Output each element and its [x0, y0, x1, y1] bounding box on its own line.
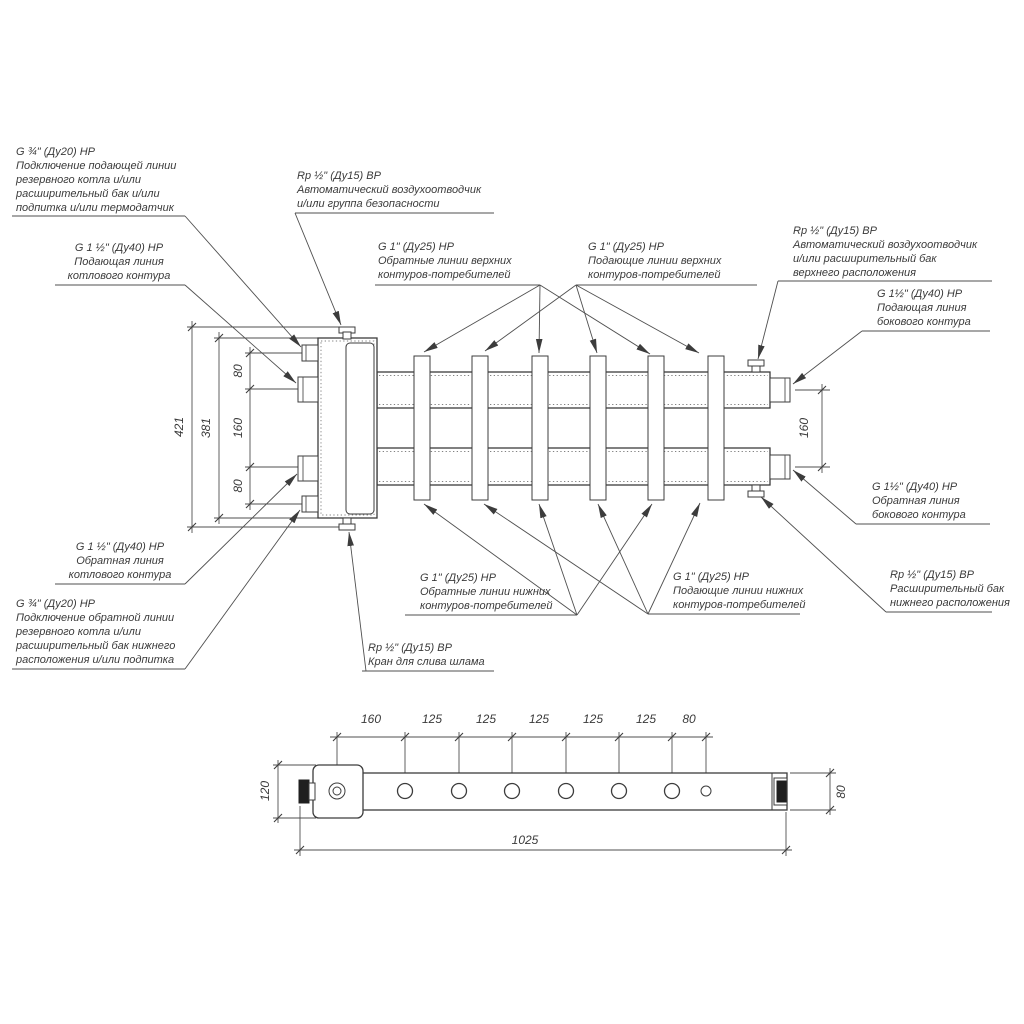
expansion-lower-fitting [747, 490, 765, 498]
dim-top-pitch-5: 125 [582, 712, 604, 726]
riser-6 [707, 355, 725, 501]
stub-reserve-return [301, 495, 319, 513]
bottom-pipe [376, 447, 771, 486]
dim-top-pitch-7: 80 [682, 712, 696, 726]
dim-top-pitch-2: 125 [421, 712, 443, 726]
riser-5 [647, 355, 665, 501]
port-4 [557, 782, 575, 800]
boiler-port-end [298, 779, 310, 804]
air-vent-upper-fitting [747, 359, 765, 367]
riser-3 [531, 355, 549, 501]
dim-top-overall: 1025 [511, 833, 539, 847]
dim-top-right-width: 80 [834, 785, 848, 799]
stub-side-supply [769, 377, 791, 403]
stub-boiler-return [297, 455, 319, 482]
side-view [187, 321, 830, 533]
dim-side-pitch-top: 80 [231, 364, 245, 378]
riser-4 [589, 355, 607, 501]
dim-side-body: 381 [199, 417, 213, 439]
dim-top-pitch-3: 125 [475, 712, 497, 726]
stub-side-return [769, 454, 791, 480]
dim-side-overall: 421 [172, 416, 186, 438]
dim-top-pitch-4: 125 [528, 712, 550, 726]
riser-2 [471, 355, 489, 501]
dim-top-pitch-1: 160 [360, 712, 382, 726]
port-6 [663, 782, 681, 800]
port-small [700, 785, 712, 797]
top-view [273, 732, 836, 856]
dim-side-ports: 160 [797, 417, 811, 439]
stub-reserve-supply [301, 344, 319, 362]
port-3 [503, 782, 521, 800]
side-port-end [776, 780, 787, 803]
port-5 [610, 782, 628, 800]
dim-top-left-width: 120 [258, 780, 272, 802]
riser-1 [413, 355, 431, 501]
leader-lines [12, 212, 992, 672]
dim-side-pitch-mid: 160 [231, 417, 245, 439]
stub-boiler-supply [297, 376, 319, 403]
top-pipe [376, 371, 771, 409]
port-1 [396, 782, 414, 800]
dim-top-pitch-6: 125 [635, 712, 657, 726]
drain-fitting [338, 523, 356, 531]
port-2 [450, 782, 468, 800]
dim-side-pitch-bot: 80 [231, 479, 245, 493]
